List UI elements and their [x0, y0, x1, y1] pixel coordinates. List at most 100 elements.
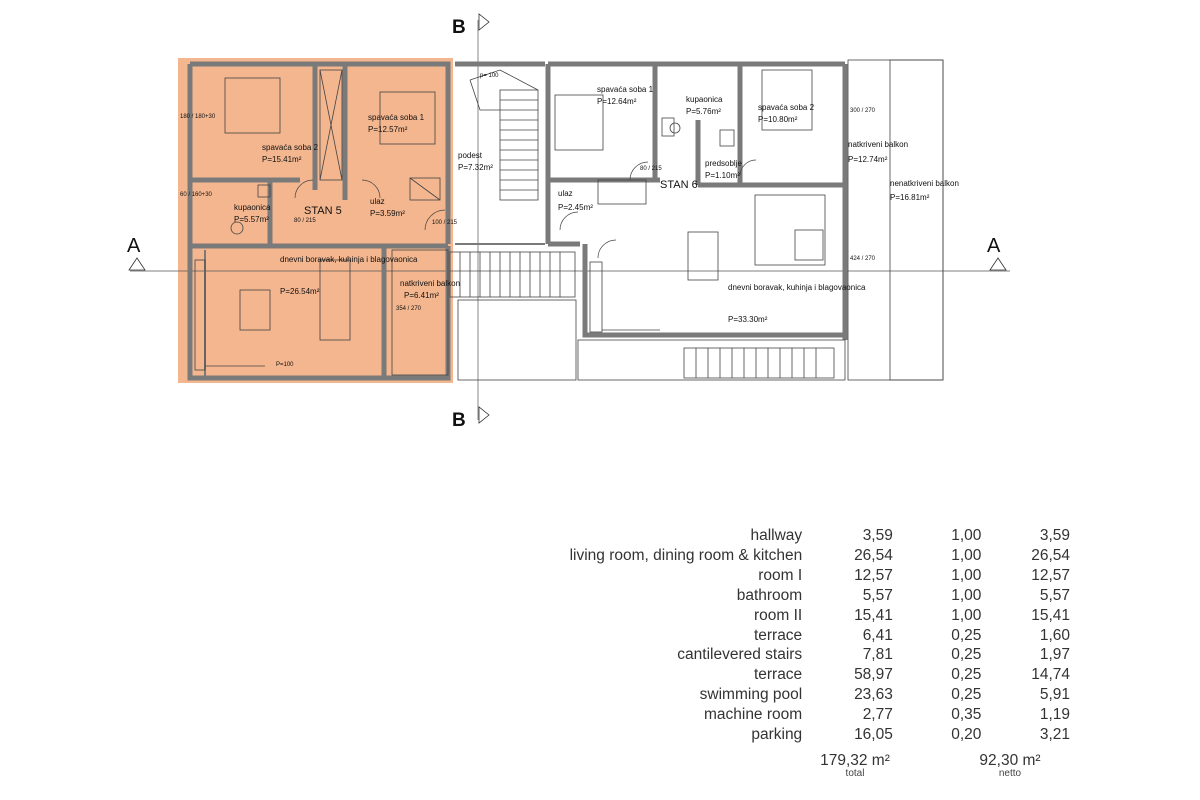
table-cell-name: swimming pool — [699, 686, 803, 704]
room-area-r6-balc-open: P=16.81m² — [890, 193, 930, 202]
stair-south — [683, 347, 835, 379]
total-net-label: netto — [998, 768, 1022, 779]
landing-area: P=7.32m² — [458, 163, 493, 172]
total-gross-value: 179,32 m² — [820, 752, 890, 769]
furniture-unit6 — [554, 69, 826, 333]
section-b-top-triangle — [478, 13, 490, 31]
room-name-r6-foyer: predsoblje — [705, 159, 742, 168]
floor-plan: A A B B — [127, 13, 1010, 431]
room-name-r6-bed2: spavaća soba 2 — [758, 103, 815, 112]
table-cell-coef: 0,20 — [951, 726, 982, 744]
table-cell-area: 6,41 — [862, 626, 893, 644]
table-row: parking 16,05 0,20 3,21 — [430, 725, 1070, 745]
table-cell-area: 5,57 — [862, 586, 893, 604]
unit6-door-dim: 80 / 215 — [640, 166, 662, 172]
room-area-r5-living: P=26.54m² — [280, 287, 320, 296]
room-name-r5-living: dnevni boravak, kuhinja i blagovaonica — [280, 255, 418, 264]
section-a-left-label: A — [127, 235, 141, 257]
table-cell-name: room II — [753, 606, 803, 624]
table-row: room II 15,41 1,00 15,41 — [430, 606, 1070, 626]
unit6-dim-424: 424 / 270 — [850, 256, 876, 262]
table-cell-name: terrace — [753, 626, 803, 644]
room-area-r5-balcony: P=6.41m² — [404, 291, 439, 300]
table-cell-net: 15,41 — [1031, 606, 1070, 624]
total-net-value: 92,30 m² — [979, 752, 1041, 769]
table-cell-net: 5,57 — [1039, 586, 1070, 604]
total-net: 92,30 m² netto — [955, 752, 1065, 779]
section-b-bottom-label: B — [452, 410, 466, 431]
room-name-r5-bath: kupaonica — [234, 203, 271, 212]
table-cell-coef: 1,00 — [951, 546, 982, 564]
room-name-r5-bed2: spavaća soba 2 — [262, 143, 319, 152]
room-area-r5-bed1: P=12.57m² — [368, 125, 408, 134]
room-area-r6-living: P=33.30m² — [728, 315, 768, 324]
table-cell-coef: 0,25 — [951, 666, 982, 684]
table-cell-net: 3,59 — [1039, 527, 1070, 544]
table-cell-coef: 0,25 — [951, 626, 982, 644]
room-name-r5-balcony: natkriveni balkon — [400, 279, 460, 288]
section-b-bottom-triangle — [478, 406, 490, 424]
unit5-dim-354: 354 / 270 — [396, 306, 422, 312]
furniture-unit5 — [194, 69, 441, 371]
area-table-body: hallway 3,59 1,00 3,59 living room, dining r… — [430, 526, 1070, 745]
room-area-r5-bed2: P=15.41m² — [262, 155, 302, 164]
table-cell-net: 26,54 — [1031, 546, 1070, 564]
section-a-right-label: A — [987, 235, 1001, 257]
table-cell-net: 12,57 — [1031, 566, 1070, 584]
table-cell-coef: 0,35 — [951, 706, 982, 724]
table-cell-area: 15,41 — [854, 606, 893, 624]
window-dim-180: 180 / 180+30 — [180, 114, 216, 120]
room-name-r6-bath: kupaonica — [686, 95, 723, 104]
window-dim-60: 60 / 160+30 — [180, 192, 213, 198]
total-gross-label: total — [845, 768, 865, 779]
room-area-r6-foyer: P=1.10m² — [705, 171, 740, 180]
area-table: hallway 3,59 1,00 3,59 living room, dining r… — [430, 526, 1070, 745]
table-cell-net: 3,21 — [1039, 726, 1070, 744]
table-cell-net: 14,74 — [1031, 666, 1070, 684]
room-name-r6-bed1: spavaća soba 1 — [597, 85, 654, 94]
table-cell-coef: 1,00 — [951, 566, 982, 584]
room-area-r5-bath: P=5.57m² — [234, 215, 269, 224]
table-row: living room, dining room & kitchen 26,54 1… — [430, 546, 1070, 566]
table-cell-name: hallway — [750, 527, 803, 544]
table-cell-area: 12,57 — [854, 566, 893, 584]
unit5-door-dim-2: 100 / 215 — [432, 220, 458, 226]
room-area-r6-balc-cov: P=12.74m² — [848, 155, 888, 164]
section-b-top-label: B — [452, 17, 466, 38]
table-cell-net: 1,60 — [1039, 626, 1070, 644]
table-cell-area: 23,63 — [854, 686, 893, 704]
table-cell-coef: 0,25 — [951, 686, 982, 704]
table-cell-name: parking — [751, 726, 803, 744]
room-name-r6-living: dnevni boravak, kuhinja i blagovaonica — [728, 283, 866, 292]
table-cell-net: 1,97 — [1039, 646, 1070, 664]
table-cell-name: cantilevered stairs — [677, 646, 803, 664]
unit5-name: STAN 5 — [304, 205, 342, 217]
unit6-name: STAN 6 — [660, 179, 698, 191]
table-cell-coef: 1,00 — [951, 606, 982, 624]
room-name-r5-bed1: spavaća soba 1 — [368, 113, 425, 122]
stair-external — [449, 251, 576, 298]
room-name-r6-balc-cov: natkriveni balkon — [848, 140, 908, 149]
table-cell-net: 1,19 — [1039, 706, 1070, 724]
table-row: terrace 6,41 0,25 1,60 — [430, 626, 1070, 646]
unit5-p100: P=100 — [276, 362, 294, 368]
section-a-left-triangle — [128, 257, 146, 271]
room-name-r6-balc-open: nenatkriveni balkon — [890, 179, 959, 188]
room-area-r6-bed1: P=12.64m² — [597, 97, 637, 106]
door-swings — [294, 159, 757, 259]
table-cell-name: living room, dining room & kitchen — [569, 546, 803, 564]
room-area-r6-hall: P=2.45m² — [558, 203, 593, 212]
room-area-r6-bed2: P=10.80m² — [758, 115, 798, 124]
table-cell-area: 3,59 — [862, 527, 893, 544]
table-cell-area: 16,05 — [854, 726, 893, 744]
table-cell-name: terrace — [753, 666, 803, 684]
table-cell-area: 7,81 — [862, 646, 893, 664]
balcony-outlines — [391, 59, 944, 381]
unit6-dim-300: 300 / 270 — [850, 108, 876, 114]
